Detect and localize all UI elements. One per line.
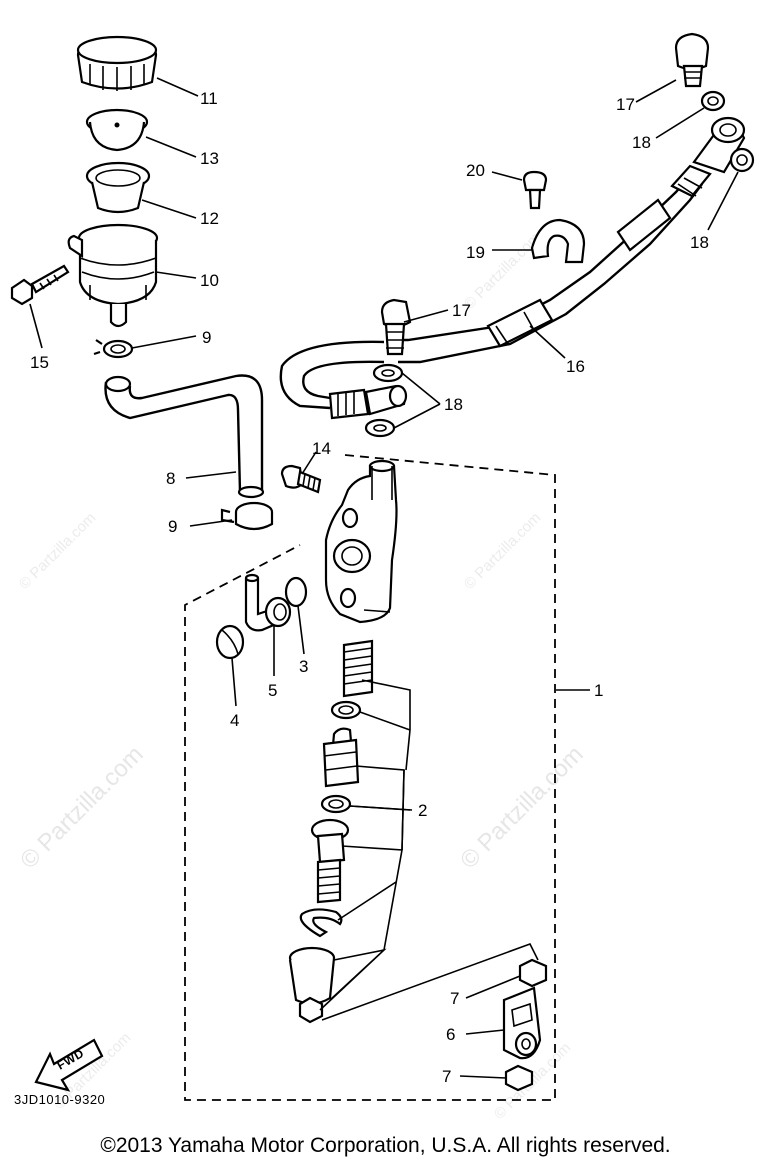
diagram-code: 3JD1010-9320 (14, 1092, 105, 1107)
leader-2-main (401, 729, 411, 851)
o-ring (284, 576, 308, 608)
label-part-15: 15 (30, 353, 49, 372)
plug (215, 624, 245, 660)
reservoir-bolt (10, 264, 70, 306)
brake-hose (279, 116, 746, 420)
washer-2 (729, 147, 755, 173)
label-part-2: 2 (418, 801, 427, 820)
label-part-17-lower: 17 (452, 301, 471, 320)
label-part-17-upper: 17 (616, 95, 635, 114)
push-rod (310, 818, 350, 904)
label-part-8: 8 (166, 469, 175, 488)
nut (298, 996, 324, 1024)
label-part-19: 19 (466, 243, 485, 262)
reservoir-diaphragm (85, 161, 151, 214)
label-part-4: 4 (230, 711, 239, 730)
spring (342, 639, 374, 698)
reservoir-body (67, 223, 159, 328)
label-part-5: 5 (268, 681, 277, 700)
label-part-1: 1 (594, 681, 603, 700)
washer-1 (700, 90, 726, 112)
watermark-small-1: © Partzilla.com (16, 509, 99, 592)
leader-clevis (321, 943, 539, 1021)
label-part-10: 10 (200, 271, 219, 290)
label-part-18-right: 18 (690, 233, 709, 252)
watermark-small-2: © Partzilla.com (461, 509, 544, 592)
label-part-18-upper: 18 (632, 133, 651, 152)
nut-upper (518, 958, 548, 988)
label-part-13: 13 (200, 149, 219, 168)
watermark-small-3: © Partzilla.com (461, 229, 544, 312)
label-part-7-upper: 7 (450, 989, 459, 1008)
clevis (502, 986, 542, 1060)
washer-3 (372, 363, 404, 383)
label-part-16: 16 (566, 357, 585, 376)
hose-clip-lower (220, 501, 274, 531)
union-bolt-lower (380, 298, 412, 356)
label-part-12: 12 (200, 209, 219, 228)
nut-lower (504, 1064, 534, 1092)
label-part-9-upper: 9 (202, 328, 211, 347)
watermark-left: © Partzilla.com (15, 741, 148, 874)
dust-boot (288, 946, 336, 1005)
piston (322, 727, 360, 788)
label-part-14: 14 (312, 439, 331, 458)
label-part-20: 20 (466, 161, 485, 180)
label-part-6: 6 (446, 1025, 455, 1044)
reservoir-hose (104, 374, 265, 499)
master-cylinder-body (324, 459, 398, 624)
label-leaders (29, 77, 739, 1079)
cup (330, 700, 362, 720)
bleed-screw (280, 464, 322, 494)
label-part-18-lower: 18 (444, 395, 463, 414)
washer-4 (364, 418, 396, 438)
guide-bolt (522, 170, 548, 210)
assembly-boundary (184, 454, 556, 1101)
watermark-right: © Partzilla.com (455, 741, 588, 874)
hose-clip-upper (93, 339, 134, 359)
reservoir-cap (76, 35, 158, 91)
circlip (299, 908, 343, 938)
label-part-3: 3 (299, 657, 308, 676)
cup-2 (320, 794, 352, 814)
copyright-notice: ©2013 Yamaha Motor Corporation, U.S.A. A… (100, 1134, 671, 1157)
hose-joint (244, 573, 292, 632)
reservoir-diaphragm-plate (85, 108, 149, 152)
union-bolt-upper (674, 32, 710, 88)
hose-guide (530, 218, 586, 264)
label-part-7-lower: 7 (442, 1067, 451, 1086)
label-part-11: 11 (200, 89, 218, 108)
label-part-9-lower: 9 (168, 517, 177, 536)
